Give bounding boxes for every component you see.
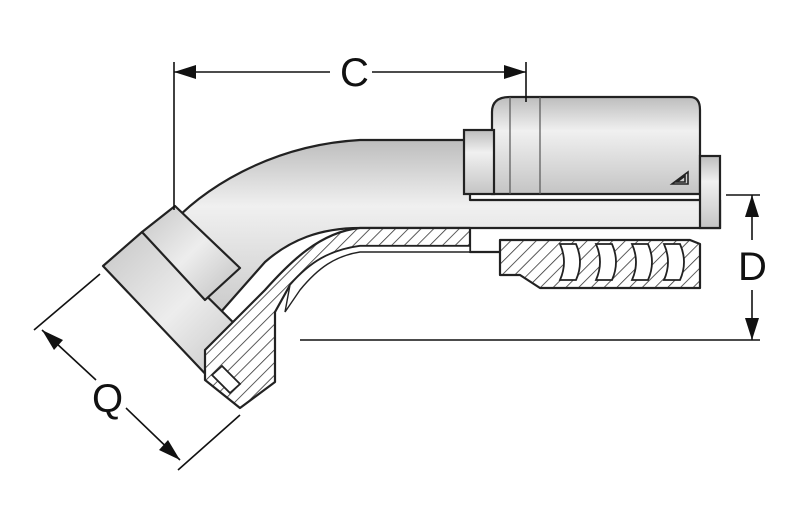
tube-bend-body [166, 138, 722, 332]
ferrule-collar [462, 128, 496, 196]
dimension-c [173, 62, 527, 210]
tail-end [698, 154, 722, 230]
dimension-d-label: D [738, 245, 767, 289]
ferrule-sleeve [490, 95, 702, 196]
dimension-q [33, 273, 241, 471]
dimension-q-label: Q [92, 377, 123, 421]
dimension-d [300, 194, 760, 341]
flange-neck [140, 204, 242, 302]
inner-bore [284, 245, 471, 313]
insert-serrations [558, 243, 685, 281]
brand-logo-icon [669, 170, 689, 185]
tube-section-hatched [203, 226, 702, 410]
flange-groove [210, 364, 242, 395]
dimension-c-label: C [340, 51, 369, 95]
